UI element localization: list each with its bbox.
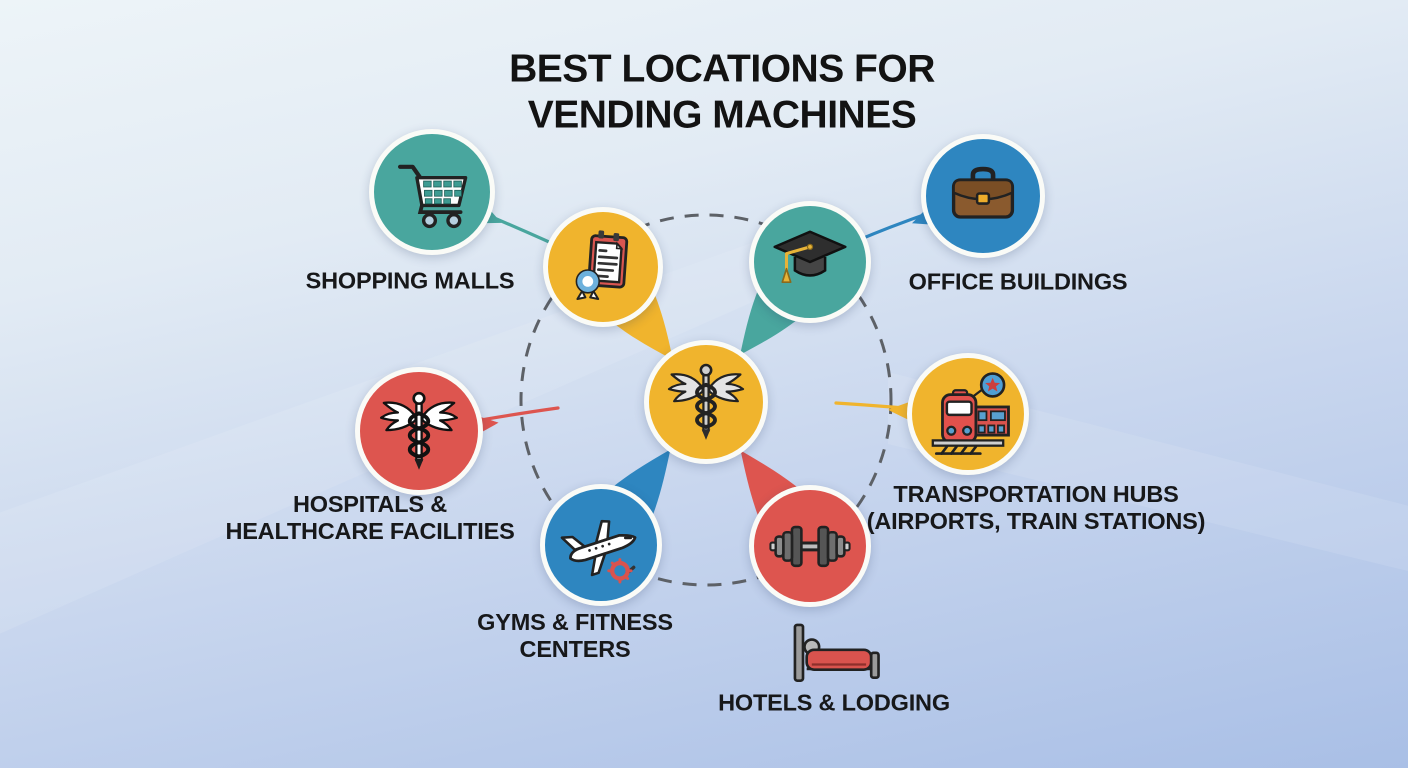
- node-central-hub: [644, 340, 768, 464]
- dashed-ring: [519, 213, 893, 587]
- office-buildings-label: OFFICE BUILDINGS: [908, 268, 1128, 295]
- node-hospitals: [355, 367, 483, 495]
- clipboard-magnifier-icon: [575, 230, 629, 300]
- node-gyms-fitness: [540, 484, 662, 606]
- shopping-cart-icon: [397, 164, 468, 229]
- hospitals-label: HOSPITALS & HEALTHCARE FACILITIES: [225, 491, 515, 544]
- transportation-hubs-label: TRANSPORTATION HUBS (AIRPORTS, TRAIN STA…: [866, 481, 1206, 534]
- node-education: [749, 201, 871, 323]
- shopping-malls-label: SHOPPING MALLS: [305, 267, 515, 294]
- node-hotels-lodging: [749, 485, 871, 607]
- briefcase-icon: [951, 166, 1015, 219]
- graduation-cap-icon: [773, 230, 847, 283]
- gear-icon: [607, 558, 636, 584]
- node-inspection: [543, 207, 663, 327]
- medical-caduceus-icon: [380, 391, 458, 470]
- bed-icon: [793, 623, 880, 682]
- caduceus-icon: [667, 363, 745, 440]
- dumbbell-icon: [769, 525, 851, 568]
- airplane-icon: [560, 519, 637, 584]
- node-office-buildings: [921, 134, 1045, 258]
- gyms-fitness-label: GYMS & FITNESS CENTERS: [477, 609, 673, 662]
- node-shopping-malls: [369, 129, 495, 255]
- infographic-title: BEST LOCATIONS FOR VENDING MACHINES: [509, 47, 935, 136]
- bed-icon-wrap: [782, 621, 890, 692]
- hotels-lodging-label: HOTELS & LODGING: [718, 689, 950, 716]
- train-station-icon: [931, 372, 1010, 455]
- node-transportation-hubs: [907, 353, 1029, 475]
